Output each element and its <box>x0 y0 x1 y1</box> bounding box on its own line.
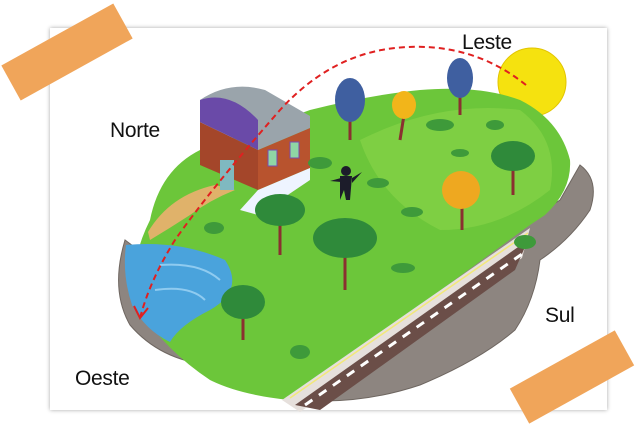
label-north: Norte <box>110 119 160 142</box>
arrow-head <box>133 305 149 320</box>
dirt-path <box>148 185 235 240</box>
label-west: Oeste <box>75 367 130 390</box>
tree-icon <box>221 58 535 340</box>
road-surface <box>295 240 528 410</box>
lake-icon <box>124 244 233 342</box>
label-east: Leste <box>462 31 512 54</box>
grass-highlight <box>360 108 552 230</box>
road-edge <box>289 232 529 399</box>
label-south: Sul <box>545 304 575 327</box>
sun-path-arrow-icon <box>139 45 527 319</box>
person-icon <box>330 166 362 200</box>
lake-ripple <box>154 263 221 301</box>
bush-icons <box>204 119 536 359</box>
road-markings <box>304 252 523 407</box>
